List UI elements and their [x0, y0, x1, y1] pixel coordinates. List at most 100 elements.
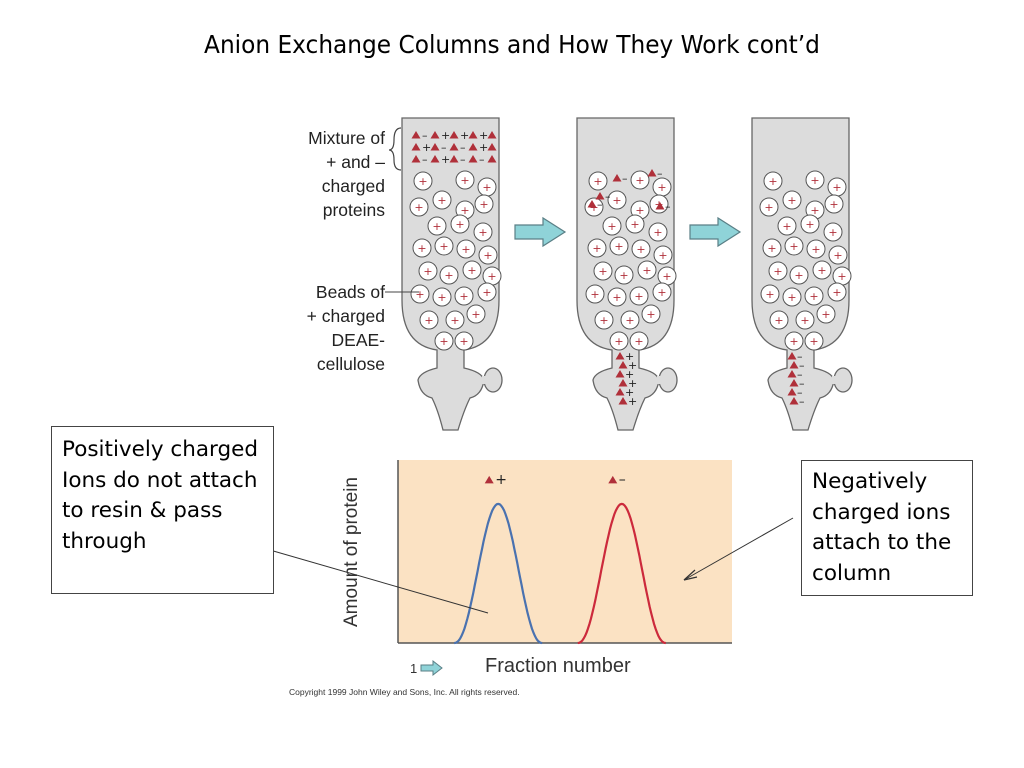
bead-circle [593, 261, 613, 281]
bead-circle [782, 190, 802, 210]
bead-charge-label: + [817, 264, 826, 277]
resin-bead: + [455, 170, 475, 190]
protein-marker [787, 370, 797, 378]
protein-charge-sign: – [797, 350, 803, 363]
bead-charge-label: + [832, 181, 841, 194]
bead-circle [762, 238, 782, 258]
bead-charge-label: + [657, 286, 666, 299]
protein-marker [615, 388, 625, 396]
resin-bead: + [631, 239, 651, 259]
bead-circle [445, 310, 465, 330]
resin-bead: + [827, 177, 847, 197]
bead-charge-label: + [794, 269, 803, 282]
brace-icon [388, 127, 402, 171]
protein-charge-sign: + [628, 377, 637, 390]
bead-charge-label: + [432, 220, 441, 233]
protein-marker [608, 475, 618, 484]
bead-charge-label: + [810, 204, 819, 217]
bead-circle [759, 197, 779, 217]
resin-bead: + [450, 214, 470, 234]
resin-bead: + [445, 310, 465, 330]
bead-circle [828, 245, 848, 265]
bead-circle [648, 222, 668, 242]
right-arrow-icon [514, 216, 567, 248]
peak-label-2: – [608, 472, 626, 488]
bead-charge-label: + [829, 198, 838, 211]
bead-circle [413, 171, 433, 191]
protein-marker [487, 131, 497, 139]
arrowhead-icon [683, 569, 698, 581]
bead-circle [478, 245, 498, 265]
resin-bead: + [827, 282, 847, 302]
protein-marker [789, 361, 799, 369]
bead-charge-label: + [612, 291, 621, 304]
protein-marker [615, 370, 625, 378]
bead-circle [789, 265, 809, 285]
bead-charge-label: + [593, 175, 602, 188]
resin-bead: + [782, 190, 802, 210]
bead-circle [800, 214, 820, 234]
bead-circle [454, 286, 474, 306]
bead-charge-label: + [837, 270, 846, 283]
protein-charge-sign: + [441, 153, 450, 166]
bead-circle [827, 282, 847, 302]
bead-circle [432, 287, 452, 307]
resin-bead: + [824, 194, 844, 214]
slide-title: Anion Exchange Columns and How They Work… [204, 30, 820, 59]
bead-charge-label: + [482, 181, 491, 194]
column-3: +++++++++++++++++++++++++++ [751, 117, 853, 431]
bead-charge-label: + [424, 314, 433, 327]
bead-circle [412, 238, 432, 258]
resin-bead: + [777, 216, 797, 236]
protein-marker [449, 143, 459, 151]
protein-charge-sign: – [422, 153, 428, 166]
bead-circle [602, 216, 622, 236]
bead-circle [795, 310, 815, 330]
peak-curve-1 [454, 502, 543, 645]
bead-charge-label: + [479, 198, 488, 211]
resin-bead: + [795, 310, 815, 330]
column-1: +++++++++++++++++++++++++++ [401, 117, 503, 431]
callout-right-pointer [683, 517, 794, 581]
bead-circle [474, 194, 494, 214]
bead-charge-label: + [636, 243, 645, 256]
bead-circle [609, 236, 629, 256]
bead-circle [769, 310, 789, 330]
resin-bead: + [585, 284, 605, 304]
resin-bead: + [816, 304, 836, 324]
bead-charge-label: + [833, 249, 842, 262]
peak-curve-2 [577, 502, 666, 645]
stopcock-stem [832, 376, 837, 384]
label-mixture: Mixture of + and – charged proteins [308, 128, 385, 220]
protein-charge-sign: + [628, 359, 637, 372]
right-arrow-icon [689, 216, 742, 248]
stopcock-stem [482, 376, 487, 384]
bead-circle [466, 304, 486, 324]
protein-marker [647, 169, 657, 177]
resin-bead: + [474, 194, 494, 214]
bead-charge-label: + [461, 243, 470, 256]
protein-charge-sign: – [441, 141, 447, 154]
bead-circle [409, 197, 429, 217]
protein-marker [618, 397, 628, 405]
protein-charge-sign: + [625, 368, 634, 381]
bead-charge-label: + [437, 291, 446, 304]
resin-bead: + [456, 239, 476, 259]
bead-charge-label: + [787, 194, 796, 207]
bead-charge-label: + [662, 270, 671, 283]
bead-charge-label: + [439, 335, 448, 348]
protein-marker [430, 131, 440, 139]
x-axis-label: Fraction number [485, 655, 631, 677]
bead-charge-label: + [657, 181, 666, 194]
bead-circle [477, 282, 497, 302]
bead-charge-label: + [614, 335, 623, 348]
protein-marker [468, 143, 478, 151]
resin-bead: + [637, 260, 657, 280]
resin-bead: + [806, 239, 826, 259]
bead-charge-label: + [658, 249, 667, 262]
bead-circle [473, 222, 493, 242]
resin-bead: + [784, 236, 804, 256]
protein-charge-sign: + [441, 129, 450, 142]
protein-marker [411, 143, 421, 151]
bead-charge-label: + [455, 218, 464, 231]
